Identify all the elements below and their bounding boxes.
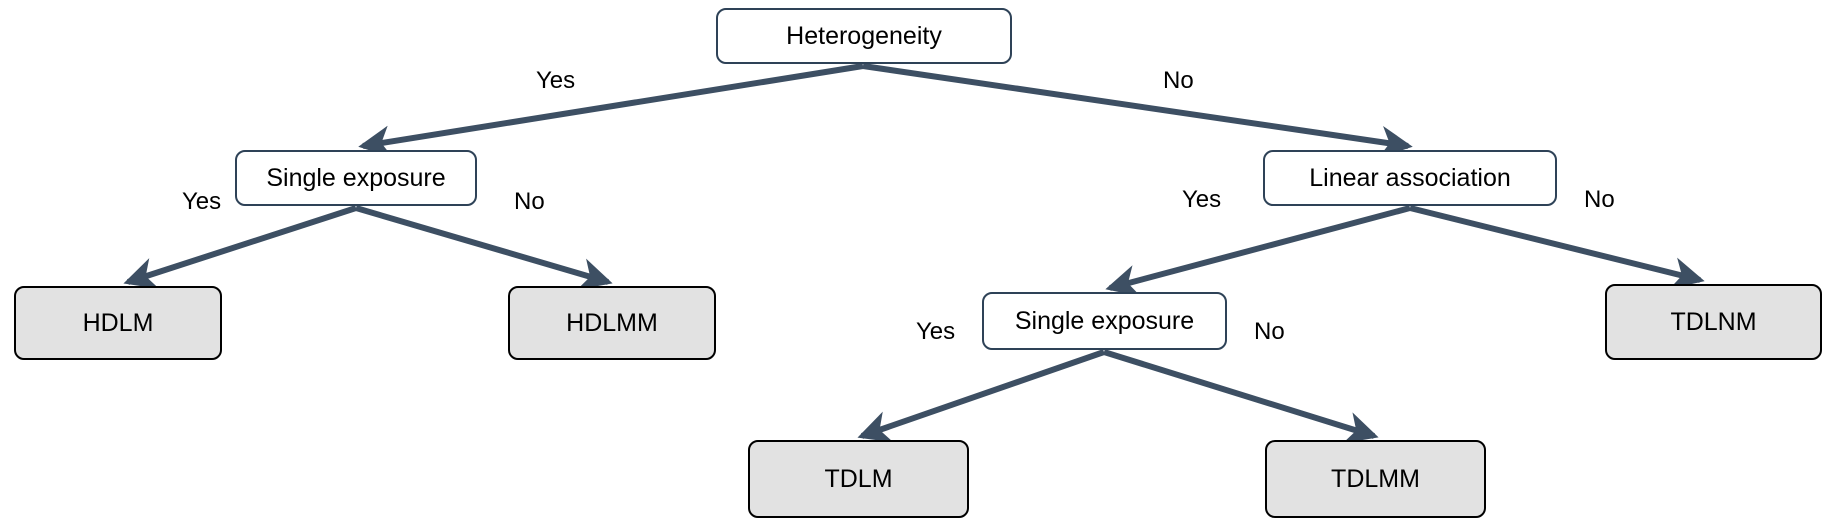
edge-heterogeneity-no-label: No [1163,67,1194,94]
edge-linear-yes [1105,205,1411,297]
node-hdlmm[interactable]: HDLMM [508,286,716,360]
edge-single1-yes [123,205,357,289]
node-label: Heterogeneity [786,21,942,50]
edge-linear-yes-label: Yes [1182,186,1222,213]
edge-single2-no [1103,349,1379,444]
node-single-exposure-1[interactable]: Single exposure [235,150,477,206]
node-label: TDLNM [1670,307,1757,336]
edge-heterogeneity-no [862,63,1413,159]
edge-linear-no [1409,205,1705,290]
node-label: Single exposure [266,163,446,192]
node-label: Single exposure [1014,306,1195,335]
node-label: HDLMM [566,308,658,337]
node-tdlm[interactable]: TDLM [748,440,969,518]
edge-single2-yes [857,349,1105,443]
node-tdlnm[interactable]: TDLNM [1605,284,1822,360]
edge-linear-no-label: No [1584,186,1615,213]
node-label: HDLM [82,308,154,337]
edge-single2-no-label: No [1254,318,1285,345]
node-label: TDLMM [1331,464,1420,493]
edge-single1-no [355,205,613,290]
node-label: Linear association [1309,163,1511,192]
edge-single1-no-label: No [514,188,545,215]
node-linear-association[interactable]: Linear association [1263,150,1557,206]
edge-heterogeneity-yes-label: Yes [536,67,576,94]
edge-single2-yes-label: Yes [916,318,956,345]
node-tdlmm[interactable]: TDLMM [1265,440,1486,518]
node-hdlm[interactable]: HDLM [14,286,222,360]
node-single-exposure-2[interactable]: Single exposure [982,292,1227,350]
edge-single1-yes-label: Yes [182,188,222,215]
node-heterogeneity[interactable]: Heterogeneity [716,8,1012,64]
node-label: TDLM [824,464,893,493]
edge-heterogeneity-yes [358,63,864,158]
